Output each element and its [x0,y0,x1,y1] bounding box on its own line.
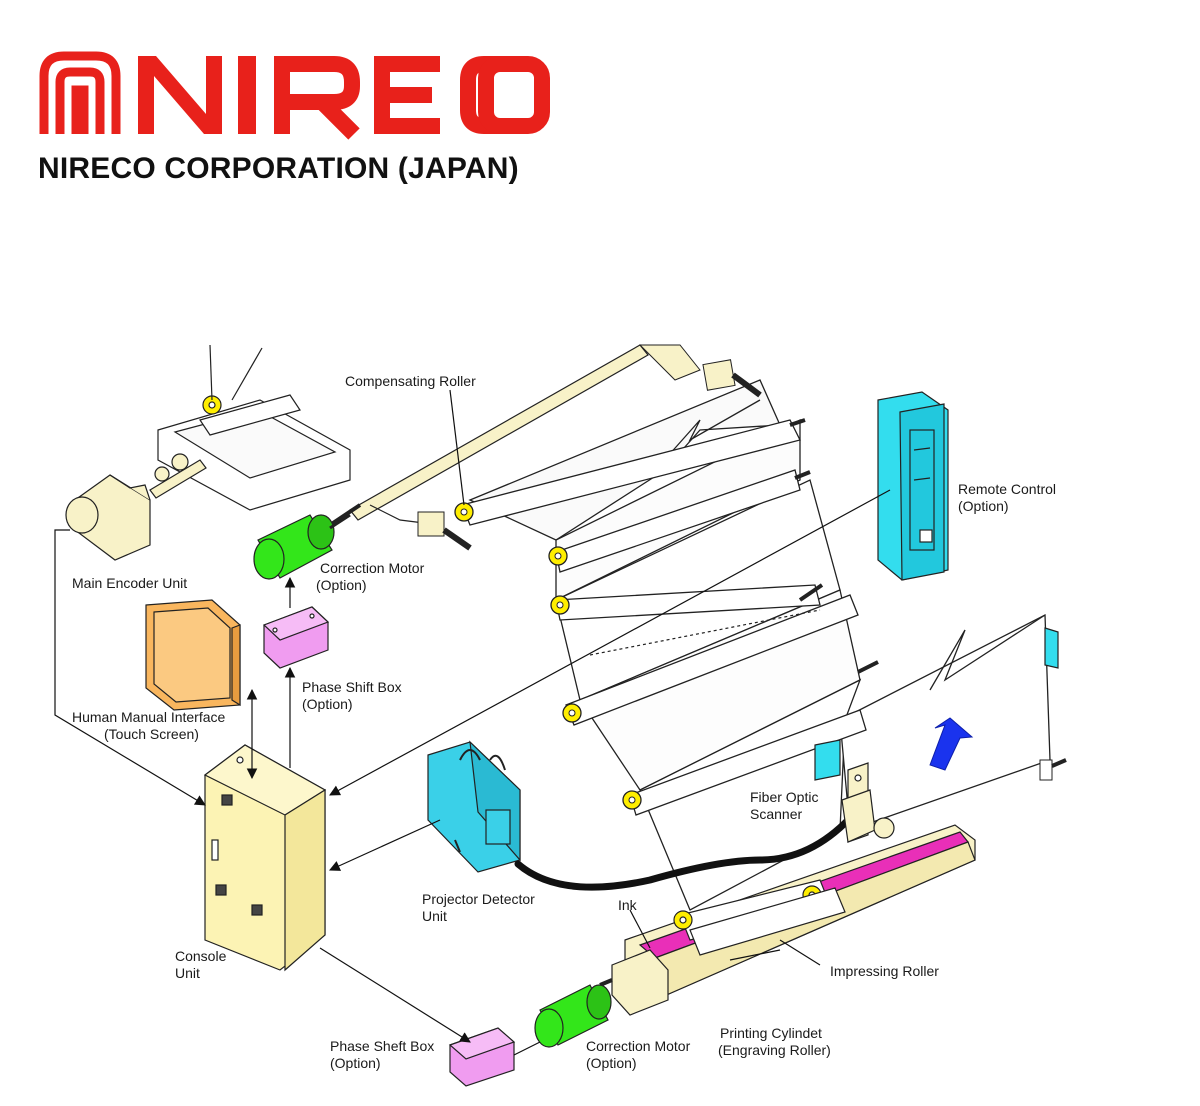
label-fiber-optic-scanner: Fiber Optic Scanner [750,789,822,822]
remote-right-side [1044,627,1059,669]
compensating-roller-body [454,419,801,526]
fiber-optic-scanner [841,762,895,843]
label-remote-control: Remote Control (Option) [958,481,1060,514]
roller-right-end [1039,758,1067,781]
label-correction-motor-top: Correction Motor (Option) [316,560,428,593]
remote-control-unit [877,391,949,581]
label-compensating-roller: Compensating Roller [345,373,476,389]
correction-motor-bottom [534,984,612,1048]
correction-motor-top [253,513,351,580]
unwind-stand [157,344,351,511]
label-console-unit: Console Unit [175,948,230,981]
connection-lines [54,389,891,1056]
upper-roller-ends [789,418,811,480]
phase-shift-box-bottom [448,1027,516,1087]
main-encoder-unit [65,453,207,561]
scanner-bracket-cyan [814,739,841,781]
fiber-optic-cable [514,814,854,891]
web-direction-arrow [929,717,974,771]
rollers [454,418,1067,816]
nireco-logo [39,51,526,140]
roller-3 [550,583,824,621]
roller-4 [562,594,879,726]
label-phase-shift-box-top: Phase Shift Box (Option) [302,679,406,712]
drive-shaft-top [328,344,762,551]
roller-5 [622,709,867,816]
label-correction-motor-bottom: Correction Motor (Option) [586,1038,694,1071]
label-main-encoder: Main Encoder Unit [72,575,187,591]
hmi-touch-screen [145,599,241,711]
label-projector-detector: Projector Detector Unit [422,891,539,924]
label-ink: Ink [618,897,638,913]
label-impressing-roller: Impressing Roller [830,963,939,979]
phase-shift-box-top [262,606,330,669]
label-hmi: Human Manual Interface (Touch Screen) [72,709,229,742]
console-unit [203,744,327,972]
cylinder-drive [599,949,669,1016]
label-printing-cylinder: Printing Cylindet (Engraving Roller) [718,1025,831,1058]
projector-detector-unit [427,740,521,873]
label-phase-shift-box-bottom: Phase Sheft Box (Option) [330,1038,438,1071]
roller-2 [548,469,801,573]
company-name: NIRECO CORPORATION (JAPAN) [38,152,519,185]
nireco-logo-o [478,56,550,134]
impressing-roller [689,887,846,956]
